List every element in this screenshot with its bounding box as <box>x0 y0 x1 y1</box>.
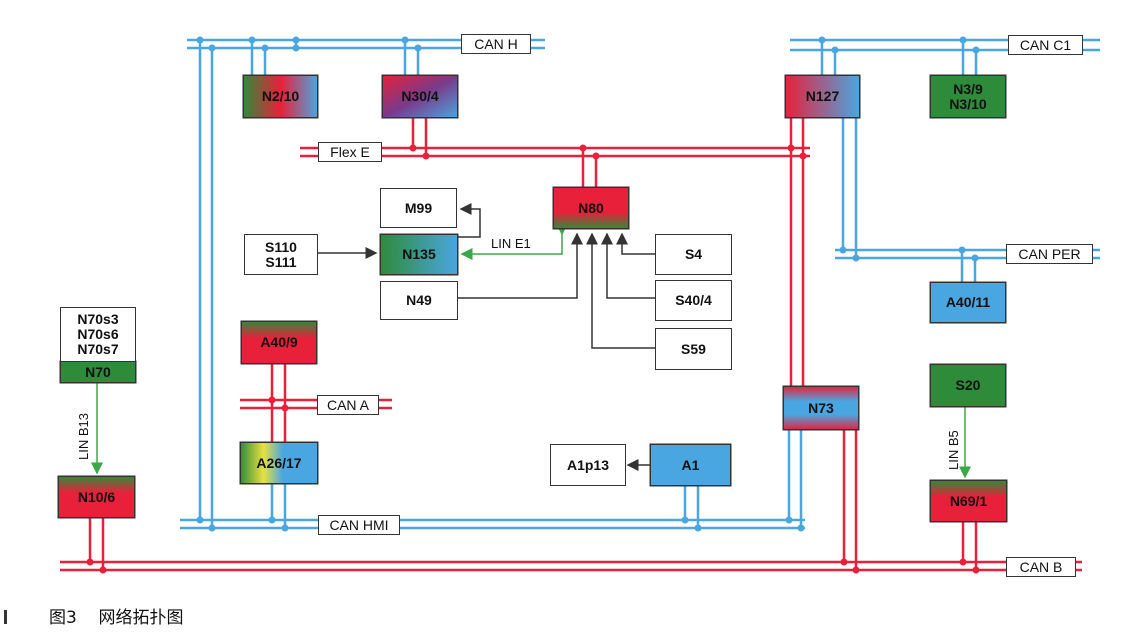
can-a-label: CAN A <box>317 395 379 415</box>
node-n69-1: N69/1 <box>930 480 1007 522</box>
can-h-label: CAN H <box>461 34 531 54</box>
signal-wires <box>318 203 655 471</box>
node-n10-6-label: N10/6 <box>77 488 116 505</box>
node-n3-9-label: N3/9 <box>953 80 983 97</box>
red-bus-lines <box>60 118 1082 572</box>
node-m99-label: M99 <box>404 199 433 216</box>
node-s111-label: S111 <box>265 253 297 270</box>
can-b-label: CAN B <box>1006 557 1076 577</box>
node-fills <box>57 74 1008 523</box>
node-s40-4-label: S40/4 <box>675 292 712 308</box>
node-n135-label: N135 <box>402 246 436 262</box>
lin-wires <box>91 223 971 479</box>
caption-title: 网络拓扑图 <box>98 608 184 628</box>
node-n70s7-label: N70s7 <box>77 341 119 357</box>
lin-b13-label: LIN B13 <box>76 413 91 460</box>
node-s20-label: S20 <box>955 377 981 393</box>
node-a1p13: A1p13 <box>550 444 626 486</box>
node-n127: N127 <box>785 75 860 118</box>
node-n30-4-label: N30/4 <box>401 88 439 104</box>
flex-e-label: Flex E <box>318 142 382 162</box>
node-s4-label: S4 <box>684 246 703 262</box>
can-c1-label: CAN C1 <box>1008 35 1083 55</box>
node-n10-6: N10/6 <box>58 476 135 518</box>
node-n73: N73 <box>783 386 859 430</box>
node-n2-10: N2/10 <box>243 75 318 118</box>
node-n49-label: N49 <box>406 292 432 308</box>
node-n3-10-label: N3/10 <box>949 95 987 112</box>
node-n80-label: N80 <box>578 199 604 216</box>
node-a1: A1 <box>650 444 731 486</box>
node-s59: S59 <box>655 328 732 370</box>
node-a26-17: A26/17 <box>240 442 318 484</box>
node-m99: M99 <box>380 188 457 228</box>
caption-number: 图3 <box>49 608 77 628</box>
node-s110-label: S110 <box>265 238 297 255</box>
node-n2-10-label: N2/10 <box>261 88 300 104</box>
node-n69-1-label: N69/1 <box>949 492 988 509</box>
node-n73-label: N73 <box>808 399 834 416</box>
node-a40-11: A40/11 <box>930 282 1006 323</box>
node-s20: S20 <box>930 364 1006 407</box>
node-n70-label: N70 <box>85 363 111 380</box>
node-a1p13-label: A1p13 <box>566 456 610 473</box>
node-n70: N70 <box>60 361 136 383</box>
node-a40-9: A40/9 <box>241 321 317 364</box>
caption-marker <box>4 610 7 624</box>
lin-b5-label: LIN B5 <box>946 430 961 470</box>
can-hmi-label: CAN HMI <box>318 515 400 535</box>
node-n80: N80 <box>553 187 629 229</box>
node-n49: N49 <box>380 281 458 320</box>
node-n30-4: N30/4 <box>382 75 458 118</box>
node-s59-label: S59 <box>681 340 706 357</box>
can-per-label: CAN PER <box>1006 244 1093 264</box>
node-n135: N135 <box>380 234 458 275</box>
node-s4: S4 <box>655 234 732 275</box>
junction-dots <box>86 36 980 574</box>
node-n70s3-label: N70s3 <box>77 311 119 327</box>
node-n127-label: N127 <box>805 88 840 104</box>
node-s110-s111: S110 S111 <box>244 234 318 275</box>
node-a1-label: A1 <box>681 456 700 473</box>
node-a40-9-label: A40/9 <box>260 334 298 350</box>
node-n3-9-n3-10: N3/9 N3/10 <box>930 75 1006 118</box>
figure-caption: 图3 网络拓扑图 <box>4 603 183 628</box>
node-n70-switches: N70s3 N70s6 N70s7 <box>60 307 136 361</box>
lin-e1-label: LIN E1 <box>491 236 531 251</box>
node-a26-17-label: A26/17 <box>256 454 302 471</box>
node-s40-4: S40/4 <box>655 280 732 321</box>
node-a40-11-label: A40/11 <box>945 294 991 310</box>
node-n70s6-label: N70s6 <box>77 326 119 342</box>
